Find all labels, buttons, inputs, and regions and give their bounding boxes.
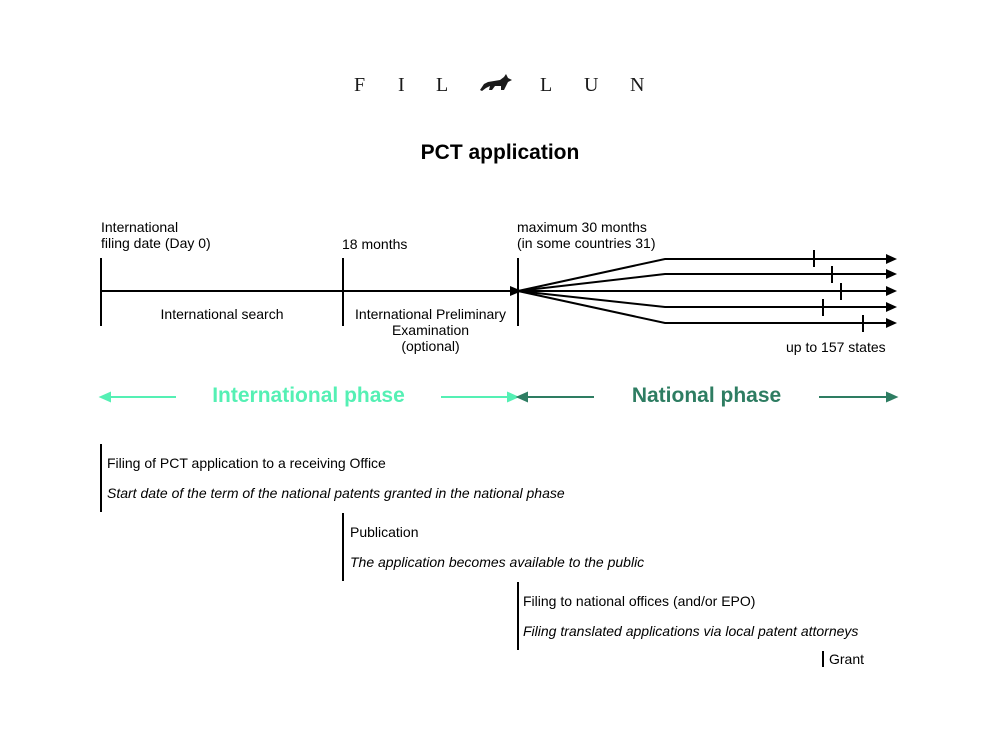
grant-ticks — [813, 250, 864, 332]
international-phase-label: International phase — [212, 384, 405, 407]
branch-2-arrowhead — [886, 269, 897, 279]
branch-1-arrowhead — [886, 254, 897, 264]
national-phase-arrows — [515, 391, 899, 403]
event-publication-description: The application becomes available to the… — [350, 554, 645, 570]
page-title: PCT application — [420, 141, 580, 164]
logo-letter-l: L — [436, 74, 449, 96]
logo-letter-u: U — [584, 74, 599, 96]
branch-5-arrowhead — [886, 318, 897, 328]
fox-icon — [480, 74, 512, 91]
milestone-filing-date: International filing date (Day 0) — [101, 219, 211, 251]
milestone-18-months: 18 months — [342, 236, 408, 252]
branch-arrowheads — [886, 254, 897, 328]
arrow-left-head — [515, 391, 528, 403]
event-national-title: Filing to national offices (and/or EPO) — [523, 593, 756, 609]
arrow-right-head — [886, 391, 899, 403]
segment-international-search: International search — [160, 306, 284, 322]
arrow-left-head — [98, 391, 111, 403]
logo-letter-l2: L — [540, 74, 553, 96]
event-national-description: Filing translated applications via local… — [523, 623, 859, 639]
branch-4-arrowhead — [886, 302, 897, 312]
event-grant-label: Grant — [829, 651, 865, 667]
states-count-label: up to 157 states — [786, 339, 886, 355]
milestone-30-months: maximum 30 months (in some countries 31) — [517, 219, 656, 251]
event-filing-description: Start date of the term of the national p… — [107, 485, 565, 501]
logo-letter-n: N — [630, 74, 645, 96]
branch-5 — [517, 290, 888, 324]
timeline-main-arrowhead — [510, 286, 522, 296]
event-filing-title: Filing of PCT application to a receiving… — [107, 455, 386, 471]
branch-3-arrowhead — [886, 286, 897, 296]
logo-letter-f: F — [354, 74, 366, 96]
arrow-right-head — [507, 391, 520, 403]
logo-letter-i: I — [398, 74, 405, 96]
international-phase-arrows — [98, 391, 520, 403]
event-publication-title: Publication — [350, 524, 419, 540]
segment-preliminary-examination: International Preliminary Examination (o… — [355, 306, 506, 354]
branch-2 — [517, 273, 888, 292]
branch-4 — [517, 290, 888, 308]
national-phase-label: National phase — [631, 384, 782, 407]
